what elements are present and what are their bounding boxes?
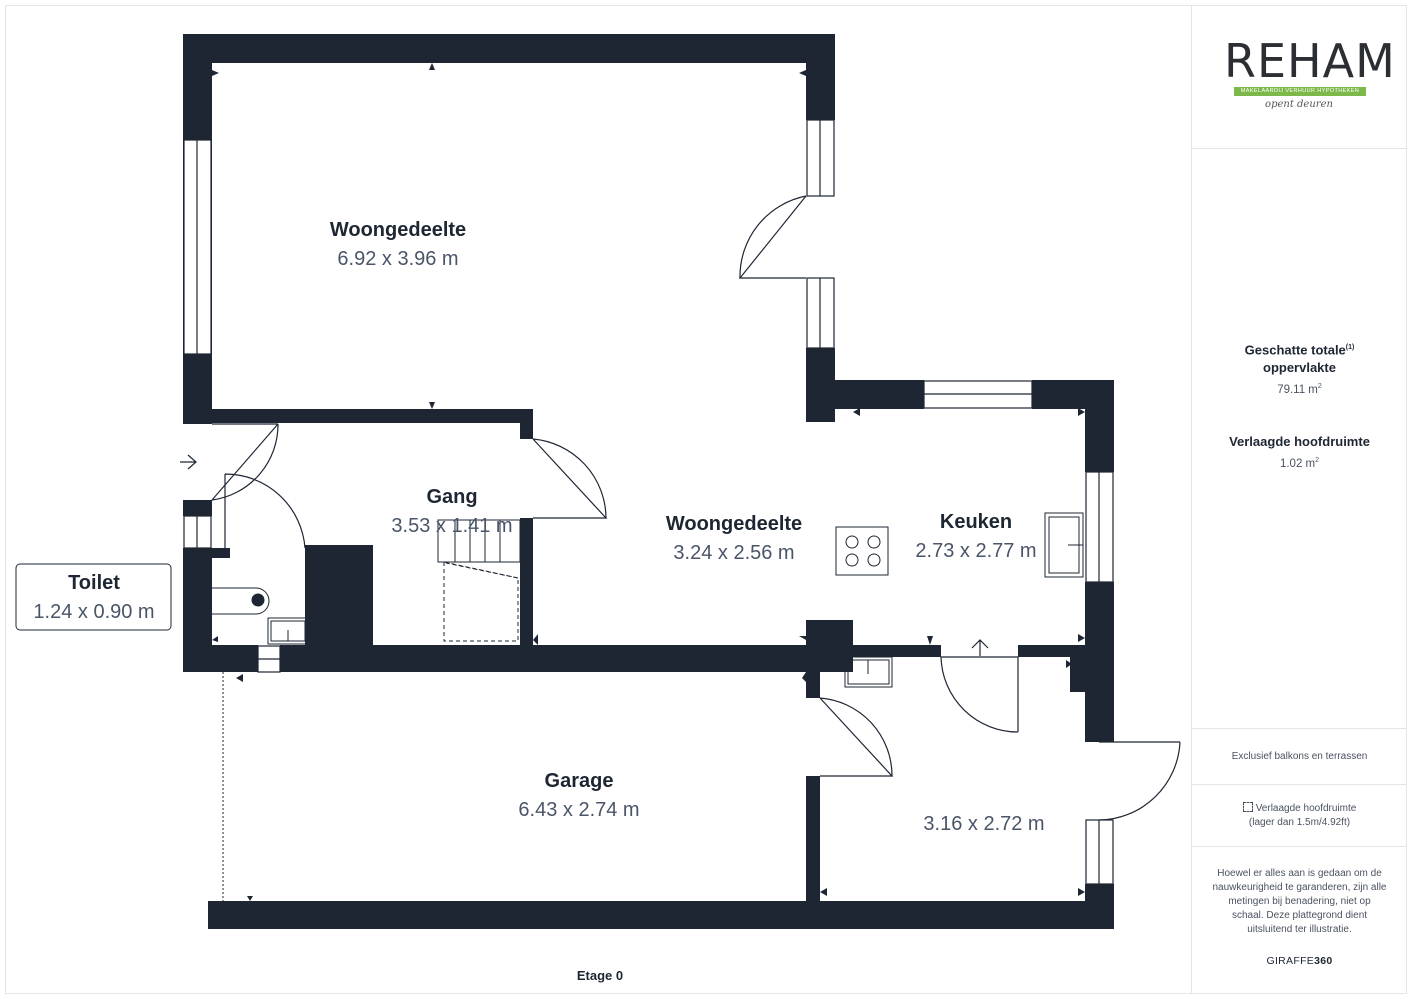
- walls: [183, 34, 1114, 929]
- reduced-headroom-area: [443, 561, 519, 642]
- total-area: Geschatte totale(1) oppervlakte 79.11 m2: [1192, 339, 1407, 396]
- toilet-sink: [267, 617, 309, 645]
- wall: [280, 645, 808, 672]
- wall: [853, 645, 941, 657]
- logo-script: opent deuren: [1265, 99, 1333, 110]
- room-name: Woongedeelte: [330, 219, 466, 241]
- wall: [806, 776, 820, 902]
- room-dimensions: 3.53 x 1.41 m: [391, 515, 512, 537]
- legend: Verlaagde hoofdruimte (lager dan 1.5m/4.…: [1192, 802, 1407, 830]
- door: [224, 473, 306, 549]
- wall: [806, 34, 835, 120]
- door: [1098, 741, 1181, 821]
- room-dimensions: 1.24 x 0.90 m: [33, 601, 154, 623]
- sidebar: REHAM MAKELAARDIJ VERHUUR HYPOTHEKEN ope…: [1191, 5, 1407, 994]
- divider: [1192, 728, 1407, 729]
- room-name: Keuken: [940, 511, 1012, 533]
- brand-prefix: GIRAFFE: [1266, 955, 1315, 967]
- logo-word: REHAM: [1224, 34, 1396, 88]
- logo-accent-bar: [1234, 87, 1366, 96]
- room-name: Woongedeelte: [666, 513, 802, 535]
- room-dimensions: 3.16 x 2.72 m: [923, 813, 1044, 835]
- floor-plan: Woongedeelte 6.92 x 3.96 m Gang 3.53 x 1…: [15, 34, 1181, 929]
- wall: [183, 409, 533, 423]
- wall: [1085, 884, 1114, 929]
- up-arrow-icon: [971, 639, 989, 656]
- door: [941, 656, 1019, 732]
- dimension-ticks: [212, 63, 1085, 901]
- wall: [1070, 656, 1090, 692]
- wall: [183, 645, 258, 672]
- room-dimensions: 6.43 x 2.74 m: [518, 799, 639, 821]
- windows: [183, 119, 1114, 885]
- brand-suffix: 360: [1314, 955, 1333, 967]
- total-area-value: 79.11 m2: [1277, 383, 1322, 397]
- entry-arrow-icon: [180, 454, 197, 470]
- wall: [520, 518, 533, 648]
- room-name: Toilet: [68, 572, 120, 594]
- toilet-bowl: [212, 587, 270, 615]
- brand-credit: GIRAFFE360: [1192, 951, 1407, 969]
- wall: [806, 650, 820, 698]
- wall: [520, 409, 533, 439]
- total-area-label: Geschatte totale(1) oppervlakte: [1244, 342, 1355, 376]
- brand-logo: REHAM MAKELAARDIJ VERHUUR HYPOTHEKEN ope…: [1224, 34, 1396, 125]
- wall: [183, 500, 212, 516]
- stairs: [437, 519, 521, 563]
- toilet-callout: [15, 563, 172, 631]
- wall: [208, 901, 1114, 929]
- fixtures: [212, 423, 1084, 901]
- logo-tagline: MAKELAARDIJ VERHUUR HYPOTHEKEN: [1240, 88, 1360, 94]
- note-exclusive: Exclusief balkons en terrassen: [1192, 750, 1407, 764]
- reduced-headroom-label: Verlaagde hoofdruimte: [1229, 434, 1370, 449]
- reduced-headroom-value: 1.02 m2: [1279, 457, 1320, 470]
- note-text: Exclusief balkons en terrassen: [1231, 751, 1368, 762]
- disclaimer: Hoewel er alles aan is gedaan om de nauw…: [1212, 867, 1387, 937]
- room-dimensions: 6.92 x 3.96 m: [337, 248, 458, 270]
- room-dimensions: 3.24 x 2.56 m: [673, 542, 794, 564]
- divider: [1192, 784, 1407, 785]
- wall: [315, 545, 373, 648]
- doors: [180, 195, 1181, 821]
- wall: [305, 545, 317, 648]
- legend-line: Verlaagde hoofdruimte: [1192, 802, 1407, 816]
- page-frame: [5, 5, 1407, 994]
- floor-label: Etage 0: [576, 968, 624, 983]
- room-name: Gang: [426, 486, 477, 508]
- cooktop: [835, 526, 889, 576]
- wall: [1085, 380, 1114, 472]
- wall: [1018, 645, 1090, 657]
- divider: [1192, 846, 1407, 847]
- dashed-square-icon: [1242, 802, 1253, 812]
- laundry-sink: [844, 656, 893, 688]
- divider: [1192, 148, 1407, 149]
- wall: [212, 548, 230, 558]
- reduced-headroom: Verlaagde hoofdruimte 1.02 m2: [1192, 433, 1407, 470]
- wall: [806, 380, 924, 409]
- wall: [183, 34, 835, 63]
- room-dimensions: 2.73 x 2.77 m: [915, 540, 1036, 562]
- disclaimer-text: Hoewel er alles aan is gedaan om de nauw…: [1212, 868, 1387, 935]
- room-name: Garage: [545, 770, 614, 792]
- legend-line: (lager dan 1.5m/4.92ft): [1248, 817, 1351, 828]
